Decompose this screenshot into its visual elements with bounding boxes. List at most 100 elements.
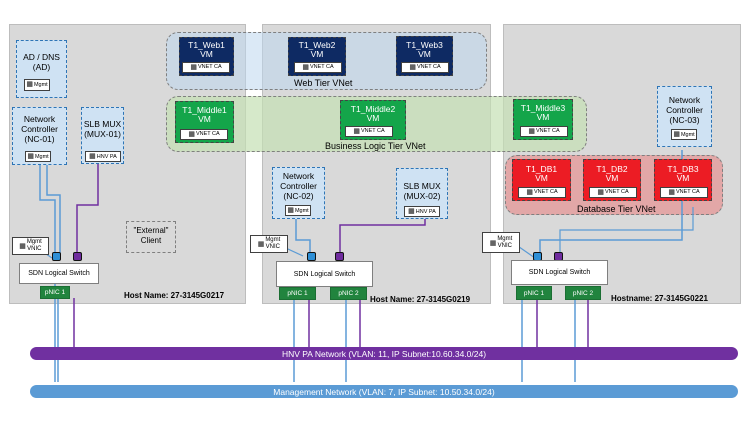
network-adapter-icon: ▦: [408, 207, 415, 215]
vm-t1-web1: T1_Web1 VM ▦VNET CA: [179, 37, 234, 76]
host1-mgmt-vnic-line2: VNIC: [27, 246, 42, 252]
ad-dns-title: AD / DNS: [23, 52, 60, 62]
hnv-pa-network: HNV PA Network (VLAN: 11, IP Subnet:10.6…: [30, 347, 738, 360]
network-adapter-icon: ▦: [409, 64, 416, 71]
host1-mgmt-vnic-line1: Mgmt: [26, 239, 42, 245]
vm-mid1-vnet-ca-label: VNET CA: [195, 131, 220, 137]
vm-db1-vnet-ca: ▦VNET CA: [518, 187, 566, 198]
network-adapter-icon: ▦: [89, 152, 96, 160]
vm-web3-name: T1_Web3: [406, 40, 443, 50]
slb02-hnv-nic: ▦HNV PA: [404, 206, 440, 217]
vm-mid2-vnet-ca: ▦VNET CA: [345, 126, 393, 137]
external-line2: Client: [140, 236, 162, 245]
slb-mux-02: SLB MUX (MUX-02) ▦HNV PA: [396, 168, 448, 219]
vm-db1-name: T1_DB1: [525, 164, 558, 174]
network-adapter-icon: ▦: [27, 152, 34, 160]
vm-t1-db3: T1_DB3 VM ▦VNET CA: [654, 159, 712, 201]
vm-db2-sub: VM: [605, 173, 619, 183]
slb02-hnv-label: HNV PA: [415, 208, 436, 215]
slb01-line2: (MUX-01): [84, 129, 121, 139]
vm-t1-web3: T1_Web3 VM ▦VNET CA: [396, 36, 453, 76]
management-network: Management Network (VLAN: 7, IP Subnet: …: [30, 385, 738, 398]
vm-mid1-vnet-ca: ▦VNET CA: [180, 129, 228, 140]
host1-sdn-switch: SDN Logical Switch: [19, 263, 99, 284]
host1-name: Host Name: 27-3145G0217: [124, 291, 225, 300]
database-tier-vnet-label: Database Tier VNet: [577, 204, 656, 214]
nc03-mgmt-nic: ▦Mgmt: [671, 129, 697, 140]
vm-t1-web2: T1_Web2 VM ▦VNET CA: [288, 37, 346, 76]
ad-dns-server: AD / DNS (AD) ▦Mgmt: [16, 40, 67, 98]
vm-mid2-sub: VM: [366, 113, 380, 123]
vm-mid3-vnet-ca-label: VNET CA: [535, 128, 560, 134]
network-adapter-icon: ▦: [528, 128, 535, 135]
vm-t1-middle2: T1_Middle2 VM ▦VNET CA: [340, 100, 406, 140]
vm-mid3-sub: VM: [536, 112, 550, 122]
host2-name: Host Name: 27-3145G0219: [370, 295, 471, 304]
host3-name: Hostname: 27-3145G0221: [611, 294, 708, 303]
vm-web1-name: T1_Web1: [188, 40, 225, 50]
vm-web3-vnet-ca-label: VNET CA: [416, 64, 441, 70]
vm-web1-sub: VM: [200, 49, 213, 59]
vm-web3-vnet-ca: ▦VNET CA: [401, 62, 449, 73]
host2-pnic2: pNIC 2: [330, 287, 367, 300]
vm-mid1-name: T1_Middle1: [182, 105, 227, 115]
nc01-line3: (NC-01): [24, 134, 55, 144]
vm-t1-db2: T1_DB2 VM ▦VNET CA: [583, 159, 641, 201]
nc03-line1: Network: [668, 95, 701, 105]
host2-mgmt-port: [307, 252, 316, 261]
vm-db2-vnet-ca-label: VNET CA: [604, 189, 629, 195]
vm-mid3-name: T1_Middle3: [520, 103, 566, 113]
host3-sdn-switch: SDN Logical Switch: [511, 260, 608, 285]
vm-t1-middle3: T1_Middle3 VM ▦VNET CA: [513, 99, 573, 140]
vm-db3-vnet-ca: ▦VNET CA: [660, 187, 708, 198]
vm-web2-sub: VM: [310, 49, 324, 59]
slb01-hnv-label: HNV PA: [96, 153, 117, 160]
vm-t1-middle1: T1_Middle1 VM ▦VNET CA: [175, 101, 234, 143]
vm-mid2-name: T1_Middle2: [350, 104, 396, 114]
slb-mux-01: SLB MUX (MUX-01) ▦HNV PA: [81, 107, 124, 164]
host3-mgmt-vnic-line1: Mgmt: [497, 235, 513, 242]
nc03-line3: (NC-03): [669, 115, 700, 125]
vm-web2-vnet-ca: ▦VNET CA: [294, 62, 342, 73]
vm-db1-sub: VM: [535, 173, 548, 183]
slb02-line1: SLB MUX: [403, 181, 441, 191]
host2-sdn-switch: SDN Logical Switch: [276, 261, 373, 287]
network-controller-nc03: Network Controller (NC-03) ▦Mgmt: [657, 86, 712, 147]
ad-mgmt-label: Mgmt: [33, 82, 48, 88]
host3-pnic2: pNIC 2: [565, 286, 601, 300]
business-logic-vnet-label: Business Logic Tier VNet: [325, 141, 426, 151]
nc01-mgmt-label: Mgmt: [34, 153, 49, 160]
host1-hnv-port: [73, 252, 82, 261]
host1-pnic1: pNIC 1: [40, 286, 70, 299]
network-adapter-icon: ▦: [287, 206, 294, 214]
nc03-mgmt-label: Mgmt: [680, 131, 695, 138]
network-adapter-icon: ▦: [673, 130, 680, 138]
network-adapter-icon: ▦: [302, 64, 309, 71]
vm-web3-sub: VM: [418, 49, 431, 59]
nc02-line1: Network: [282, 171, 315, 181]
network-adapter-icon: ▦: [526, 189, 533, 196]
vm-web1-vnet-ca: ▦VNET CA: [182, 62, 230, 73]
ad-dns-subtitle: (AD): [32, 62, 51, 72]
vm-db3-sub: VM: [676, 173, 690, 183]
slb01-line1: SLB MUX: [83, 119, 122, 129]
vm-db3-vnet-ca-label: VNET CA: [675, 189, 700, 195]
nc02-line3: (NC-02): [283, 191, 314, 201]
network-controller-nc01: Network Controller (NC-01) ▦Mgmt: [12, 107, 67, 165]
vm-mid2-vnet-ca-label: VNET CA: [360, 128, 385, 134]
network-adapter-icon: ▦: [597, 189, 604, 196]
slb01-hnv-nic: ▦HNV PA: [85, 151, 121, 162]
vm-mid3-vnet-ca: ▦VNET CA: [520, 126, 568, 137]
network-adapter-icon: ▦: [19, 243, 26, 250]
network-controller-nc02: Network Controller (NC-02) ▦Mgmt: [272, 167, 325, 219]
nc01-mgmt-nic: ▦Mgmt: [25, 151, 51, 162]
slb02-line2: (MUX-02): [403, 191, 441, 201]
vm-mid1-sub: VM: [198, 114, 211, 124]
vm-db1-vnet-ca-label: VNET CA: [533, 189, 558, 195]
vm-t1-db1: T1_DB1 VM ▦VNET CA: [512, 159, 571, 201]
